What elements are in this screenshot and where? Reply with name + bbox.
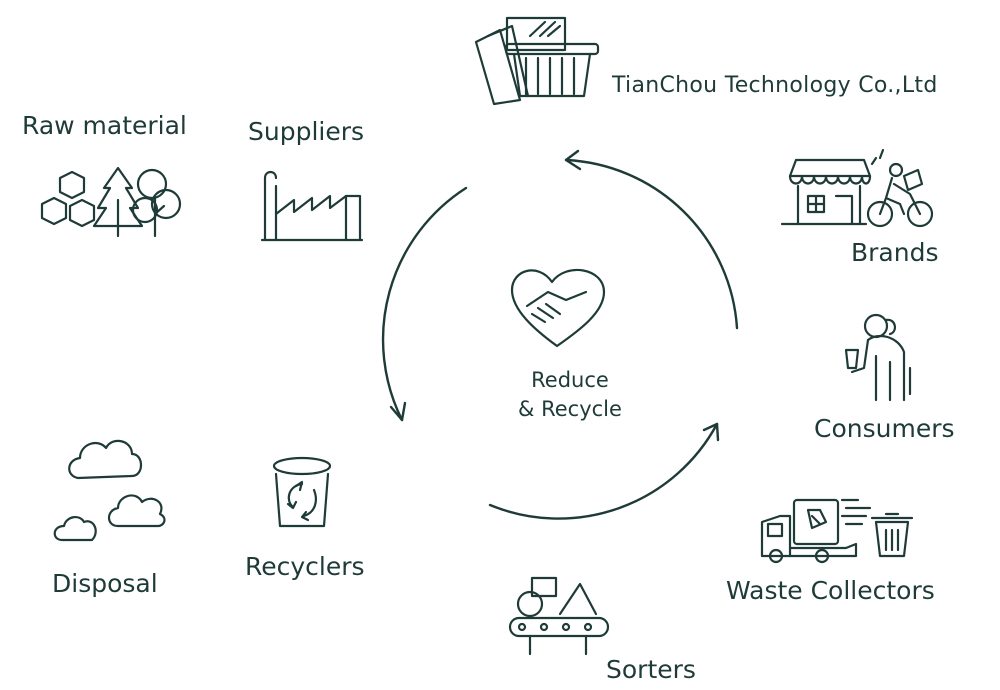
center-label-line1: Reduce xyxy=(531,368,609,392)
factory-icon xyxy=(260,170,364,242)
suppliers-label: Suppliers xyxy=(248,117,365,146)
cycle-arrow-left xyxy=(381,186,468,422)
cycle-arrow-bottom-head xyxy=(702,422,720,442)
company-name: TianChou Technology Co.,Ltd xyxy=(612,73,938,98)
storefront-delivery-icon xyxy=(780,148,934,228)
sorters-label: Sorters xyxy=(606,655,696,684)
recycle-bin-icon xyxy=(272,456,332,528)
factory-machine-icon xyxy=(474,16,600,106)
center-label-line2: & Recycle xyxy=(518,397,622,422)
cycle-arrows xyxy=(381,149,739,520)
recyclers-label: Recyclers xyxy=(245,552,365,581)
clouds-icon xyxy=(53,439,166,542)
disposal-label: Disposal xyxy=(52,569,158,598)
cycle-arrow-top-head xyxy=(564,149,582,171)
cycle-arrow-left-head xyxy=(389,401,407,422)
heart-handshake-icon xyxy=(510,268,606,348)
center-label: Reduce & Recycle xyxy=(480,366,660,425)
raw-material-label: Raw material xyxy=(22,111,187,140)
cycle-arrow-bottom xyxy=(488,422,719,520)
garbage-truck-icon xyxy=(760,498,914,564)
brands-label: Brands xyxy=(851,238,939,267)
person-icon xyxy=(844,313,912,402)
consumers-label: Consumers xyxy=(814,414,955,443)
conveyor-belt-icon xyxy=(508,576,610,656)
trees-hexagons-icon xyxy=(40,166,182,238)
cycle-arrow-top xyxy=(564,158,739,330)
waste-collectors-label: Waste Collectors xyxy=(726,576,935,605)
